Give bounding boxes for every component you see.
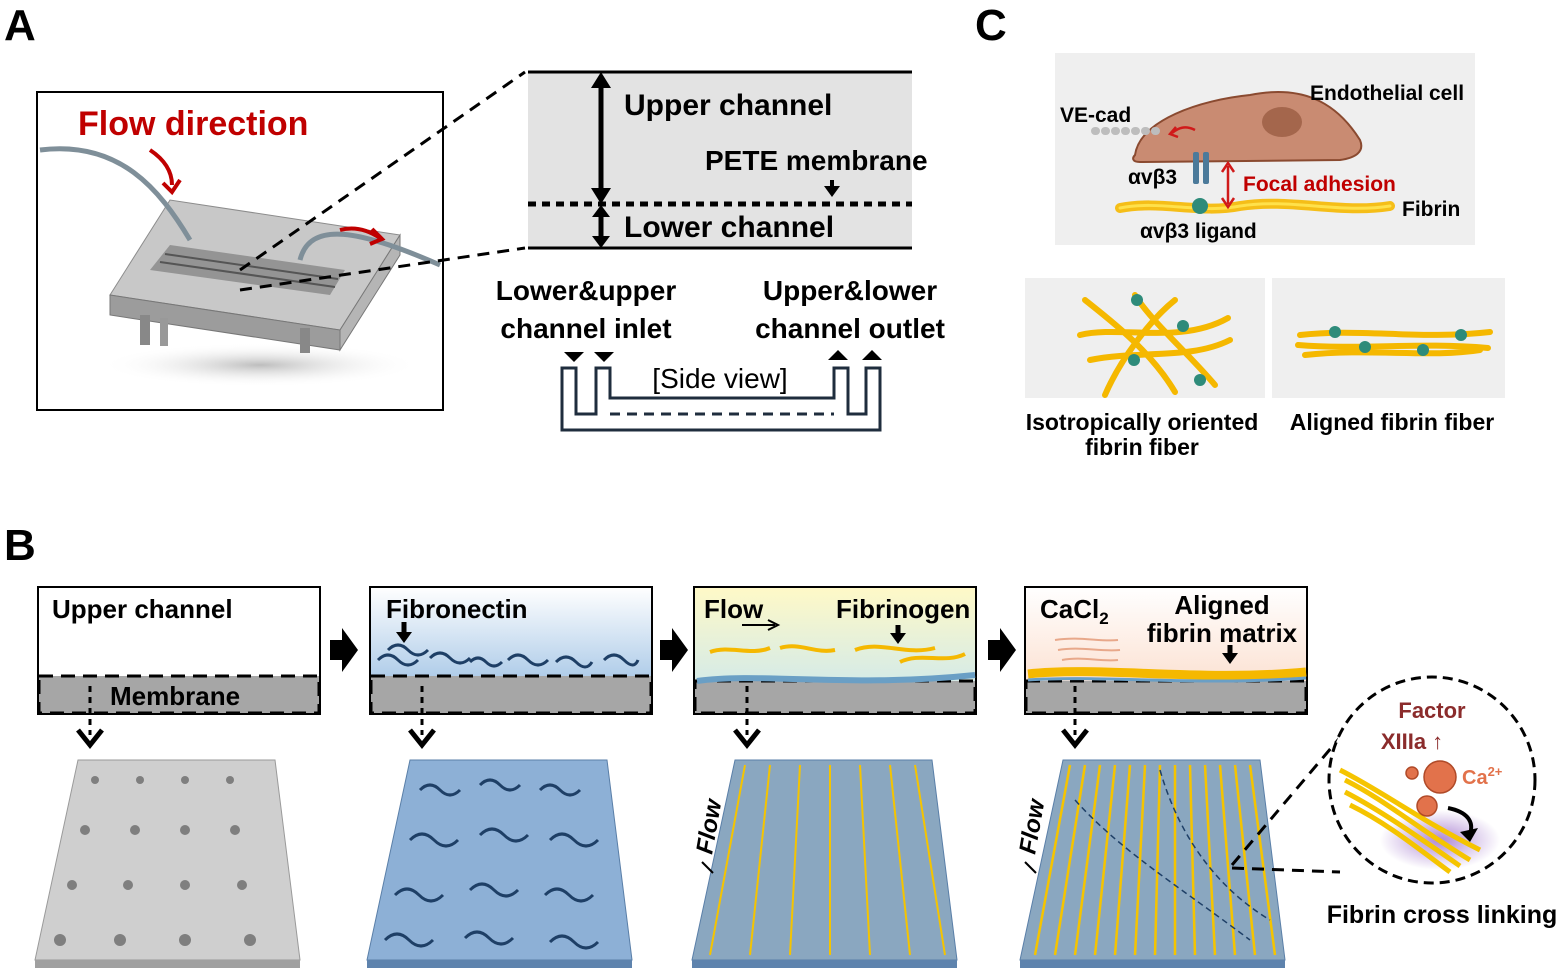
step-2-box: [369, 586, 653, 715]
integrin-label: αvβ3: [1128, 166, 1177, 189]
upper-channel-label: Upper channel: [624, 89, 832, 122]
step4-cacl: CaCl2: [1040, 594, 1109, 628]
focal-adhesion-label: Focal adhesion: [1243, 173, 1396, 196]
endothelial-cell-label: Endothelial cell: [1310, 82, 1464, 105]
step-arrow-2: [660, 628, 688, 672]
isotropic-fibers: [1077, 292, 1233, 398]
ligand-label: αvβ3 ligand: [1140, 220, 1257, 243]
down-arrowheads: [76, 728, 1089, 750]
factor-xiiia-label: XIIIa ↑: [1381, 729, 1443, 754]
crosslinking-zoom-circle: [1327, 675, 1537, 885]
membrane-3d-fibrinogen: [691, 759, 958, 968]
outlet-label-line2: channel outlet: [755, 313, 945, 344]
membrane-3d-fibronectin: [366, 759, 633, 968]
crosslinking-label: Fibrin cross linking: [1327, 901, 1558, 929]
ve-cad-label: VE-cad: [1060, 104, 1131, 127]
step2-fibronectin: Fibronectin: [386, 594, 528, 624]
step-arrow-3: [988, 628, 1016, 672]
isotropic-fiber-box: [1025, 278, 1265, 398]
outlet-label-line1: Upper&lower: [763, 275, 937, 306]
side-view-label: [Side view]: [652, 363, 787, 394]
isotropic-label-line2: fibrin fiber: [1085, 434, 1199, 460]
zoom-line-top: [239, 70, 526, 272]
inlet-label-line2: channel inlet: [500, 313, 671, 344]
panel-b-letter: B: [4, 521, 36, 570]
step-3-box: [693, 586, 977, 715]
step4-aligned-line1: Aligned: [1174, 590, 1269, 620]
inlet-label-line1: Lower&upper: [496, 275, 677, 306]
aligned-fiber-box: [1272, 278, 1505, 398]
zoom-line-circle-bottom: [1231, 866, 1341, 874]
side-view-schematic: [560, 350, 882, 432]
step-4-box: [1024, 586, 1308, 715]
membrane-3d-plain: [34, 759, 301, 968]
aligned-fibers: [1295, 326, 1493, 358]
factor-label: Factor: [1398, 698, 1466, 723]
step-1-box: [37, 586, 321, 715]
channel-cross-section: [528, 70, 912, 250]
endothelial-cell-drawing: [1091, 91, 1395, 214]
microfluidic-device: [39, 146, 442, 387]
down-arrows: [88, 686, 1077, 735]
isotropic-label-line1: Isotropically oriented: [1026, 409, 1259, 435]
pete-membrane-label: PETE membrane: [705, 145, 928, 176]
step1-membrane: Membrane: [110, 681, 240, 711]
step4-aligned-line2: fibrin matrix: [1147, 618, 1298, 648]
step3-flow: Flow: [704, 594, 764, 624]
membrane-3d-aligned: [1019, 759, 1286, 968]
lower-channel-label: Lower channel: [624, 211, 834, 244]
step-arrow-1: [330, 628, 358, 672]
step1-upper-channel: Upper channel: [52, 594, 233, 624]
panel-a-letter: A: [4, 1, 36, 50]
ca-label: Ca2+: [1462, 764, 1503, 789]
flow-direction-label: Flow direction: [78, 105, 308, 143]
step3-fibrinogen: Fibrinogen: [836, 594, 970, 624]
aligned-fiber-label: Aligned fibrin fiber: [1290, 409, 1494, 435]
panel-c-letter: C: [975, 1, 1007, 50]
fibrin-label: Fibrin: [1402, 198, 1460, 221]
zoom-line-bottom: [239, 246, 526, 292]
